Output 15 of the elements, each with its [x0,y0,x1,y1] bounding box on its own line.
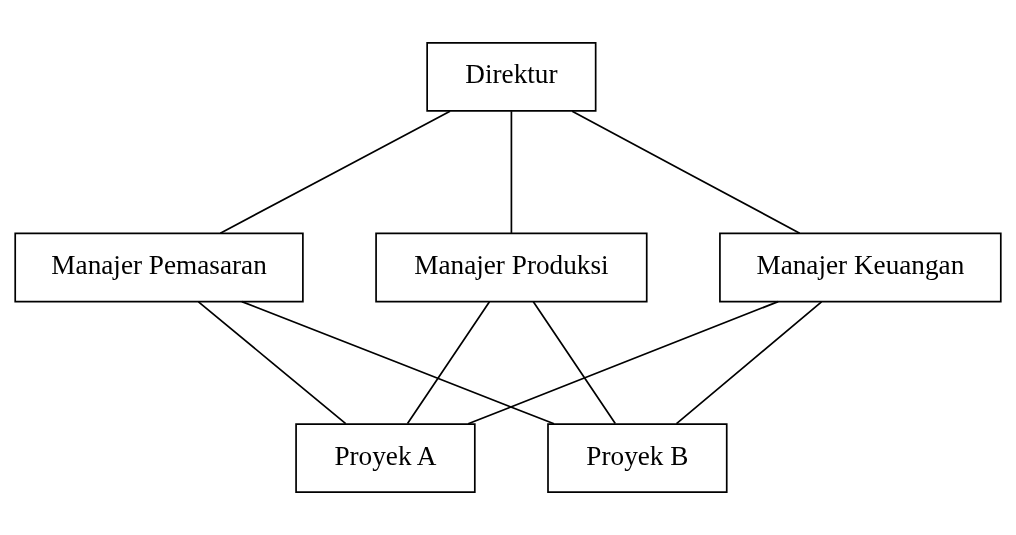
connector [197,300,347,425]
connector [219,110,451,235]
connector [675,300,823,425]
node-box: Proyek A [295,423,476,494]
connector [467,300,779,425]
node-box: Proyek B [547,423,728,494]
connector [241,300,555,425]
node-box: Direktur [426,41,597,112]
connector [510,110,513,234]
connector [532,300,617,425]
node-box: Manajer Produksi [375,232,648,303]
node-box: Manajer Pemasaran [14,232,304,303]
node-box: Manajer Keuangan [719,232,1002,303]
connector [571,110,801,235]
connector [406,300,491,425]
